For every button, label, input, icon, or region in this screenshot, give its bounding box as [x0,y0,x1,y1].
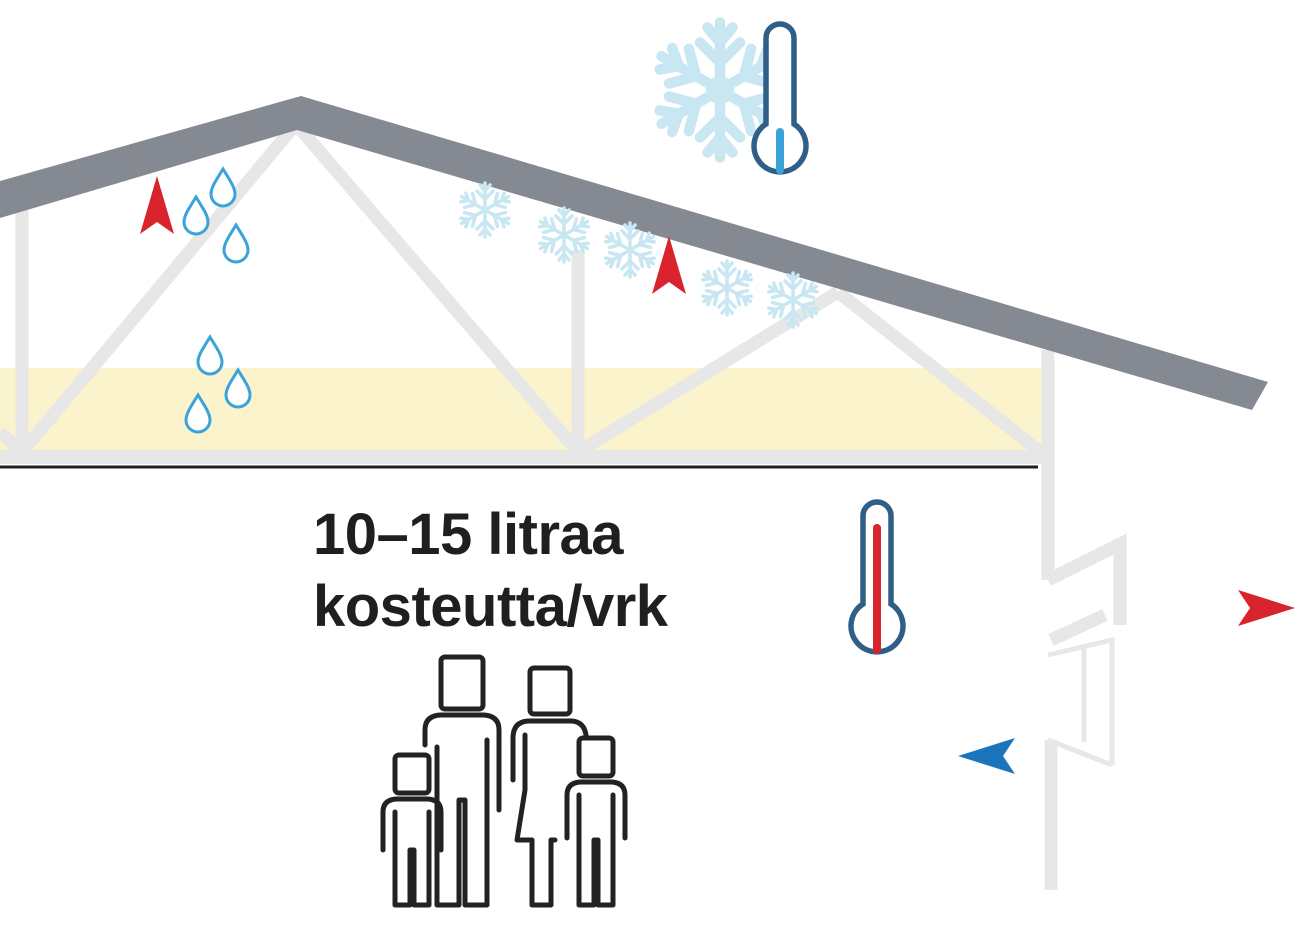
water-drop-icon [196,335,224,376]
moisture-amount-label: 10–15 litraa [313,502,624,567]
thermometer-warm-icon [848,499,906,655]
arrow-up-icon [140,176,174,520]
snowflake-icon [766,273,821,327]
water-drop-icon [182,195,210,236]
arrow-left-icon [958,738,1285,774]
window [1047,636,1115,768]
exterior-wall [1044,533,1127,890]
family-icon [380,654,628,908]
snowflake-center [706,76,734,104]
snowflake-icon [700,261,755,315]
thermometer-cold-icon [751,21,809,175]
moisture-unit-label: kosteutta/vrk [313,574,668,639]
water-drop-icon [209,167,237,208]
water-drop-icon [222,223,250,264]
snowflake-icon [458,183,513,237]
arrow-up-icon [652,236,686,575]
arrow-right-icon [940,590,1295,626]
